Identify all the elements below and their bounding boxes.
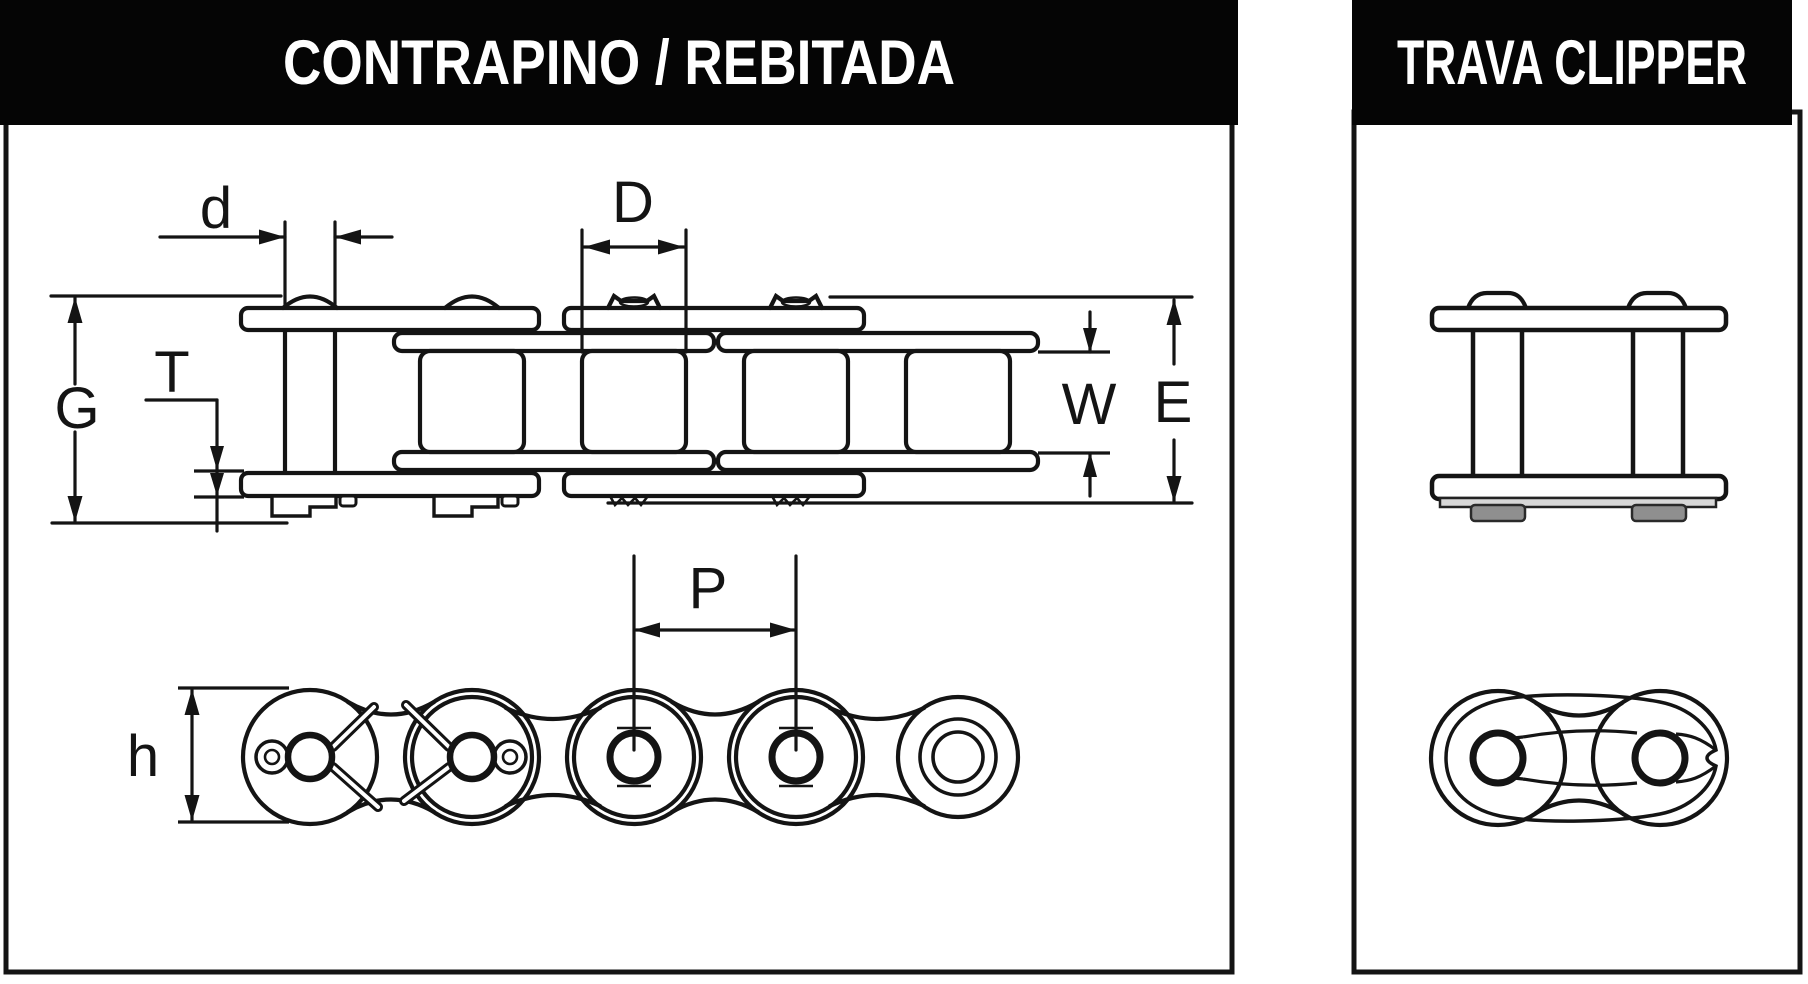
dimension-label-d: d xyxy=(200,176,232,241)
clip-tab xyxy=(1630,503,1688,523)
clip-plate-edge xyxy=(1438,496,1718,509)
dimension-label-P: P xyxy=(689,556,728,621)
crimped-pin-end xyxy=(770,495,812,508)
crimped-pin-end xyxy=(608,495,650,508)
left-panel-title: CONTRAPINO / REBITADA xyxy=(283,28,955,98)
left-panel-frame xyxy=(3,109,1235,975)
dimension-label-D: D xyxy=(612,170,654,235)
rivet-head-cup xyxy=(605,292,663,311)
left-title-bar xyxy=(0,0,1238,125)
right-title-bar xyxy=(1352,0,1792,125)
cotter-pin xyxy=(254,702,383,812)
spring-clip-outline xyxy=(1444,693,1718,823)
clipper-clip-top-view xyxy=(1428,688,1730,828)
dimension-label-G: G xyxy=(54,376,99,441)
right-panel-frame xyxy=(1351,109,1803,975)
pin-cross-section xyxy=(1631,729,1689,787)
pin-head xyxy=(1625,290,1689,311)
dimension-label-W: W xyxy=(1062,372,1117,437)
dimension-labels: d D G T W E P h xyxy=(54,170,1192,789)
bushing-hole xyxy=(918,717,998,797)
cotter-pin xyxy=(399,700,528,806)
bottom-view-dimensions xyxy=(178,554,798,824)
pin-head xyxy=(1465,290,1529,311)
outer-link-plate xyxy=(240,687,542,827)
chain-bottom-view xyxy=(240,687,1021,827)
rivet-head-dome xyxy=(280,294,340,311)
chain-side-view xyxy=(49,292,1194,525)
rivet-head-cup xyxy=(767,292,825,311)
right-panel-title: TRAVA CLIPPER xyxy=(1397,28,1747,98)
side-view-dimensions xyxy=(67,220,1182,533)
dimension-label-E: E xyxy=(1154,370,1193,435)
dimension-label-h: h xyxy=(127,724,159,789)
pin-cross-section xyxy=(1469,729,1527,787)
dimension-label-T: T xyxy=(154,340,189,405)
clipper-link-side-view xyxy=(1429,290,1729,523)
cotter-pin-end xyxy=(432,494,500,518)
rivet-head-dome xyxy=(442,294,502,311)
clip-tab xyxy=(1469,503,1527,523)
cotter-pin-end xyxy=(270,494,338,518)
